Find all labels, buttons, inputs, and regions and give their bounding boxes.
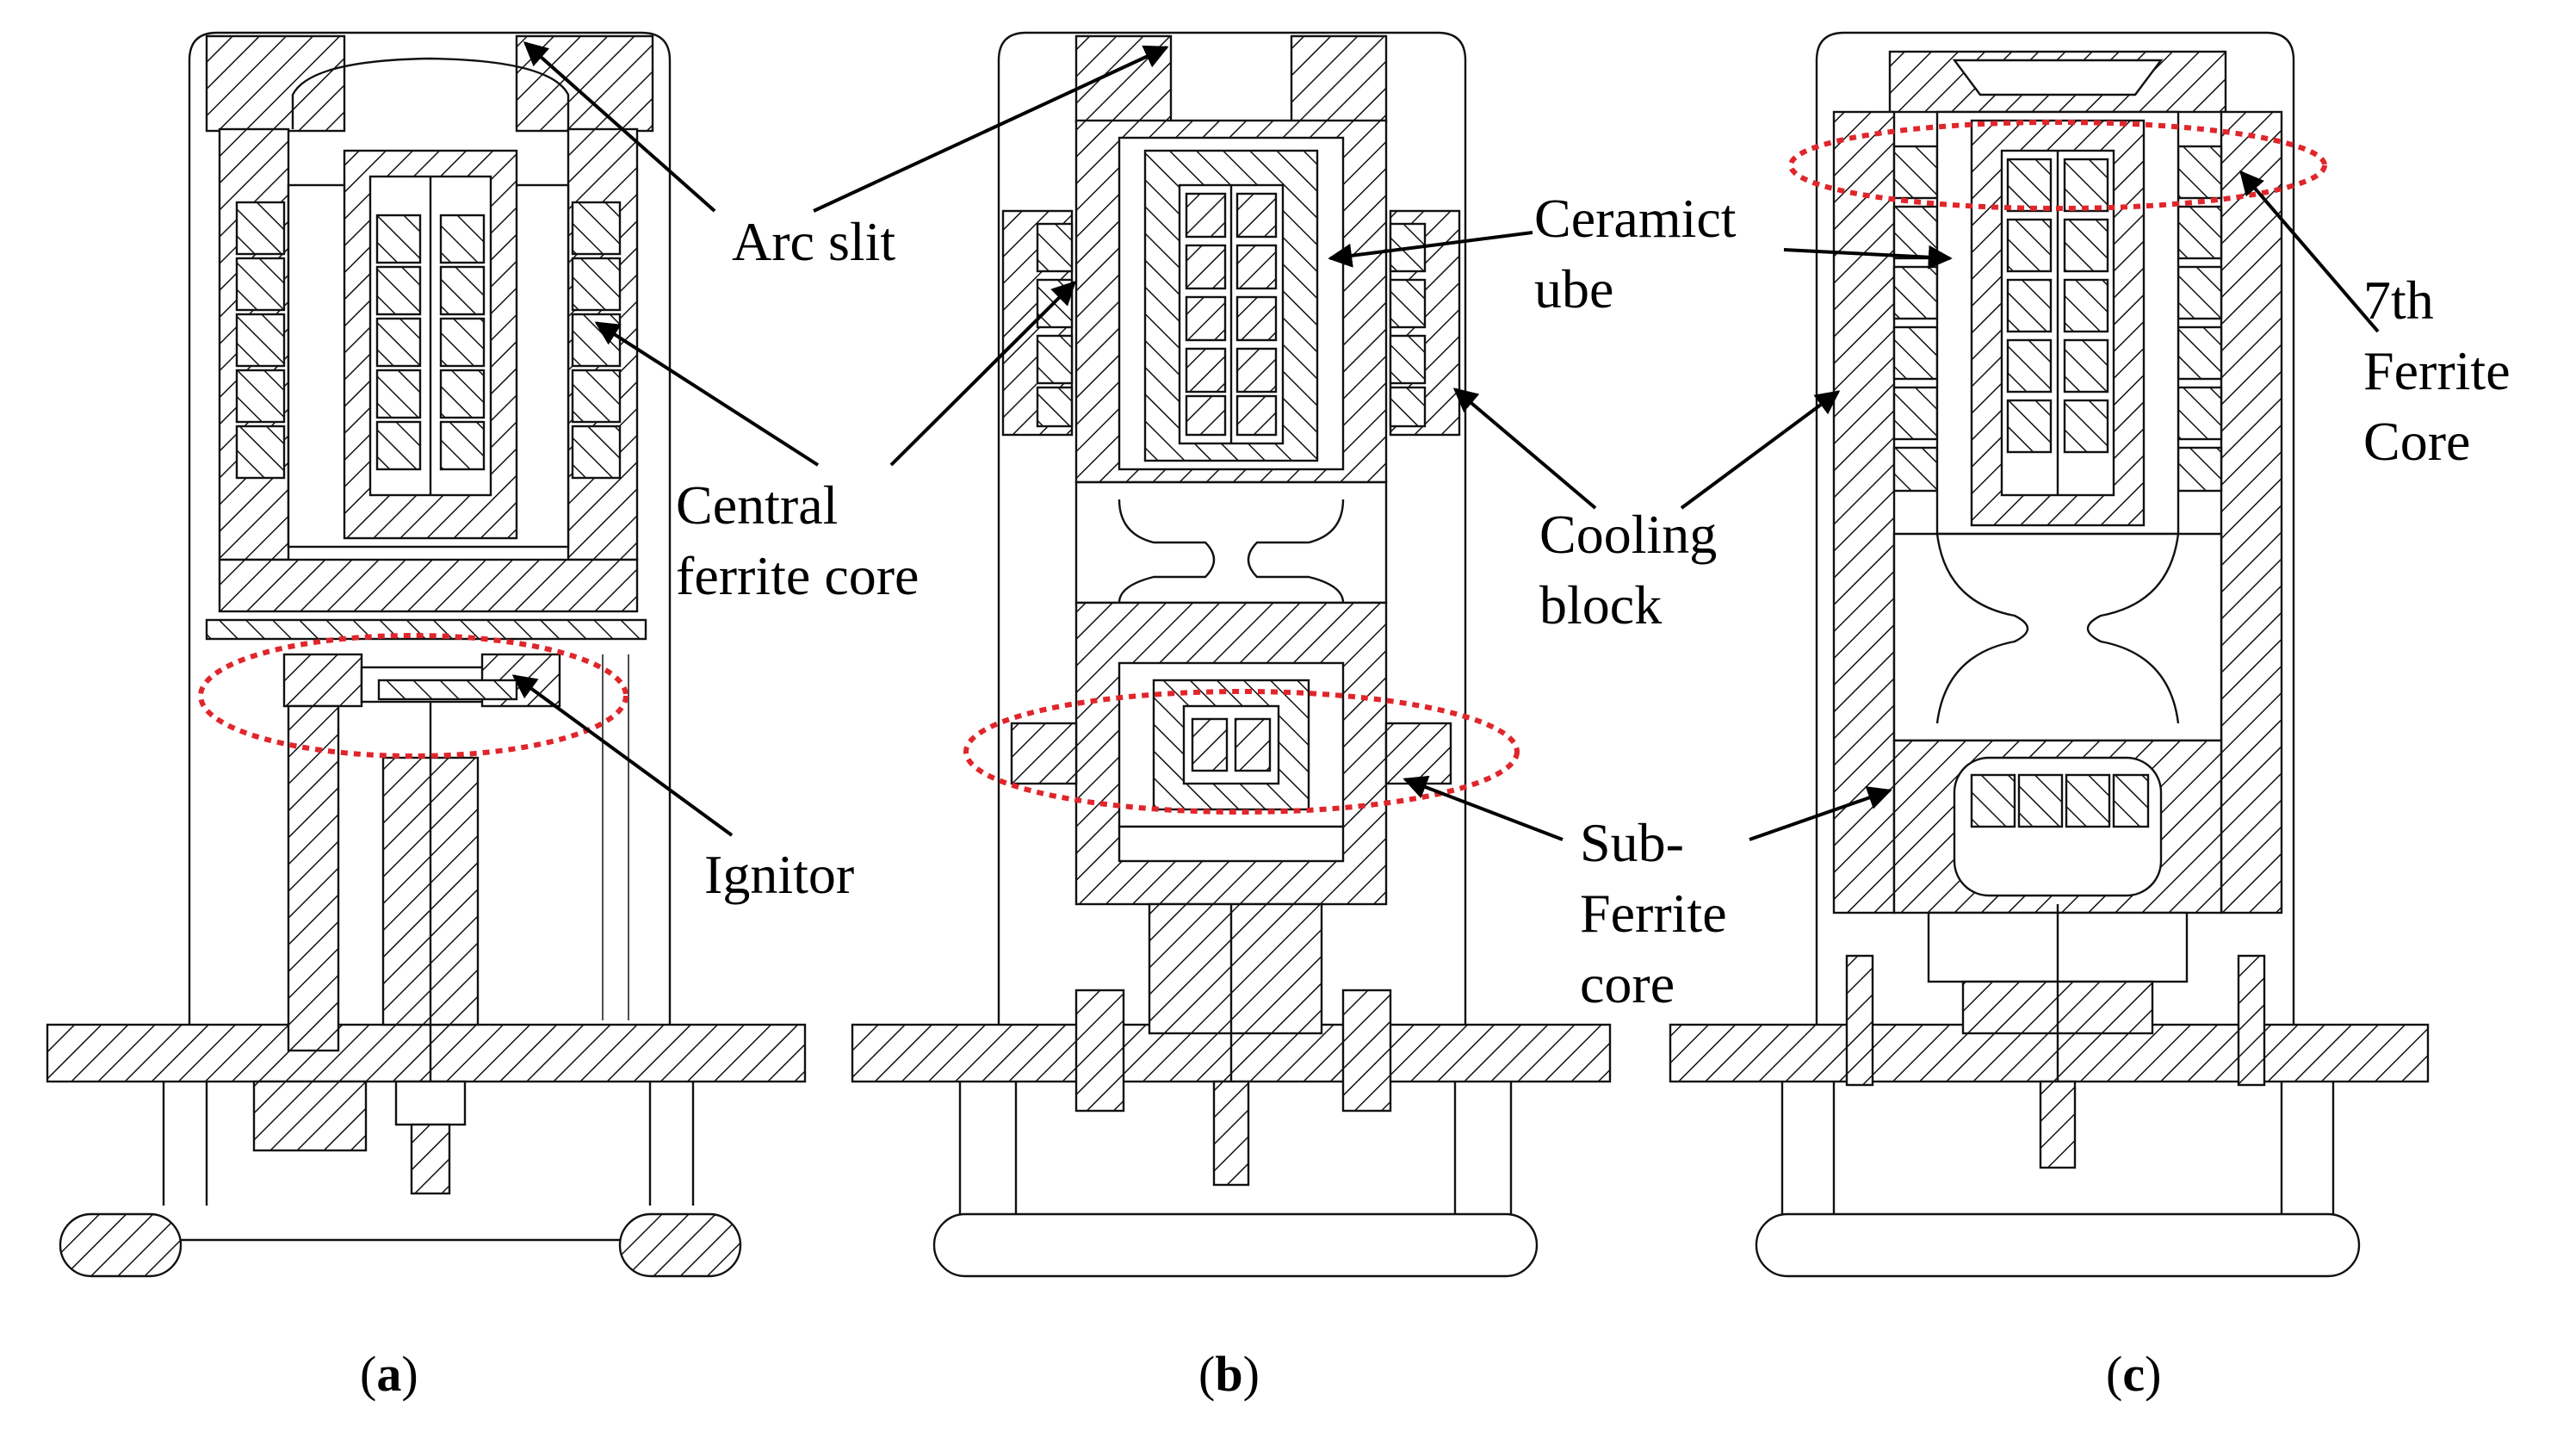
label-cooling-block-line2: block: [1539, 574, 1662, 635]
central-core-arrow-b: [889, 281, 1076, 467]
label-7th-ferrite-core-line1: 7th: [2363, 270, 2434, 331]
panel-b-drawing: [851, 31, 1612, 1278]
label-sub-ferrite-core-line3: core: [1580, 953, 1675, 1014]
ignitor-arrow: [511, 674, 734, 837]
caption-a: (a): [360, 1346, 418, 1402]
label-central-ferrite-core-line1: Central: [676, 474, 838, 536]
ceramic-tube-arrow-c: [1783, 245, 1953, 270]
label-7th-ferrite-core-line2: Ferrite: [2363, 340, 2511, 401]
label-ceramic-tube-line1: Ceramict: [1534, 188, 1737, 249]
label-cooling-block-line1: Cooling: [1539, 504, 1717, 565]
label-sub-ferrite-core-line2: Ferrite: [1580, 883, 1727, 944]
label-7th-ferrite-core-line3: Core: [2363, 411, 2470, 472]
arc-slit-arrow-a: [523, 41, 716, 213]
cooling-block-arrow-b: [1452, 387, 1597, 510]
ignitor-highlight: [198, 633, 629, 759]
caption-c: (c): [2106, 1346, 2161, 1402]
seventh-ferrite-arrow: [2239, 170, 2380, 333]
arc-slit-arrow-b: [813, 45, 1169, 213]
seventh-ferrite-highlight: [1788, 120, 2327, 211]
label-arc-slit: Arc slit: [732, 211, 895, 272]
panel-a-drawing: [46, 31, 807, 1278]
cooling-block-arrow-c: [1680, 390, 1841, 510]
central-core-arrow-a: [594, 321, 820, 467]
label-ceramic-tube-line2: ube: [1534, 258, 1613, 319]
sub-ferrite-arrow-c: [1749, 786, 1892, 841]
caption-b: (b): [1198, 1346, 1260, 1402]
label-ignitor: Ignitor: [704, 844, 854, 905]
label-central-ferrite-core-line2: ferrite core: [676, 545, 919, 606]
sub-ferrite-highlight: [963, 689, 1520, 815]
ceramic-tube-arrow-b: [1328, 231, 1533, 268]
panel-c-drawing: [1669, 31, 2430, 1278]
label-sub-ferrite-core-line1: Sub-: [1580, 812, 1684, 873]
callout-arrows: [511, 41, 2380, 841]
sub-ferrite-arrow-b: [1403, 775, 1564, 841]
